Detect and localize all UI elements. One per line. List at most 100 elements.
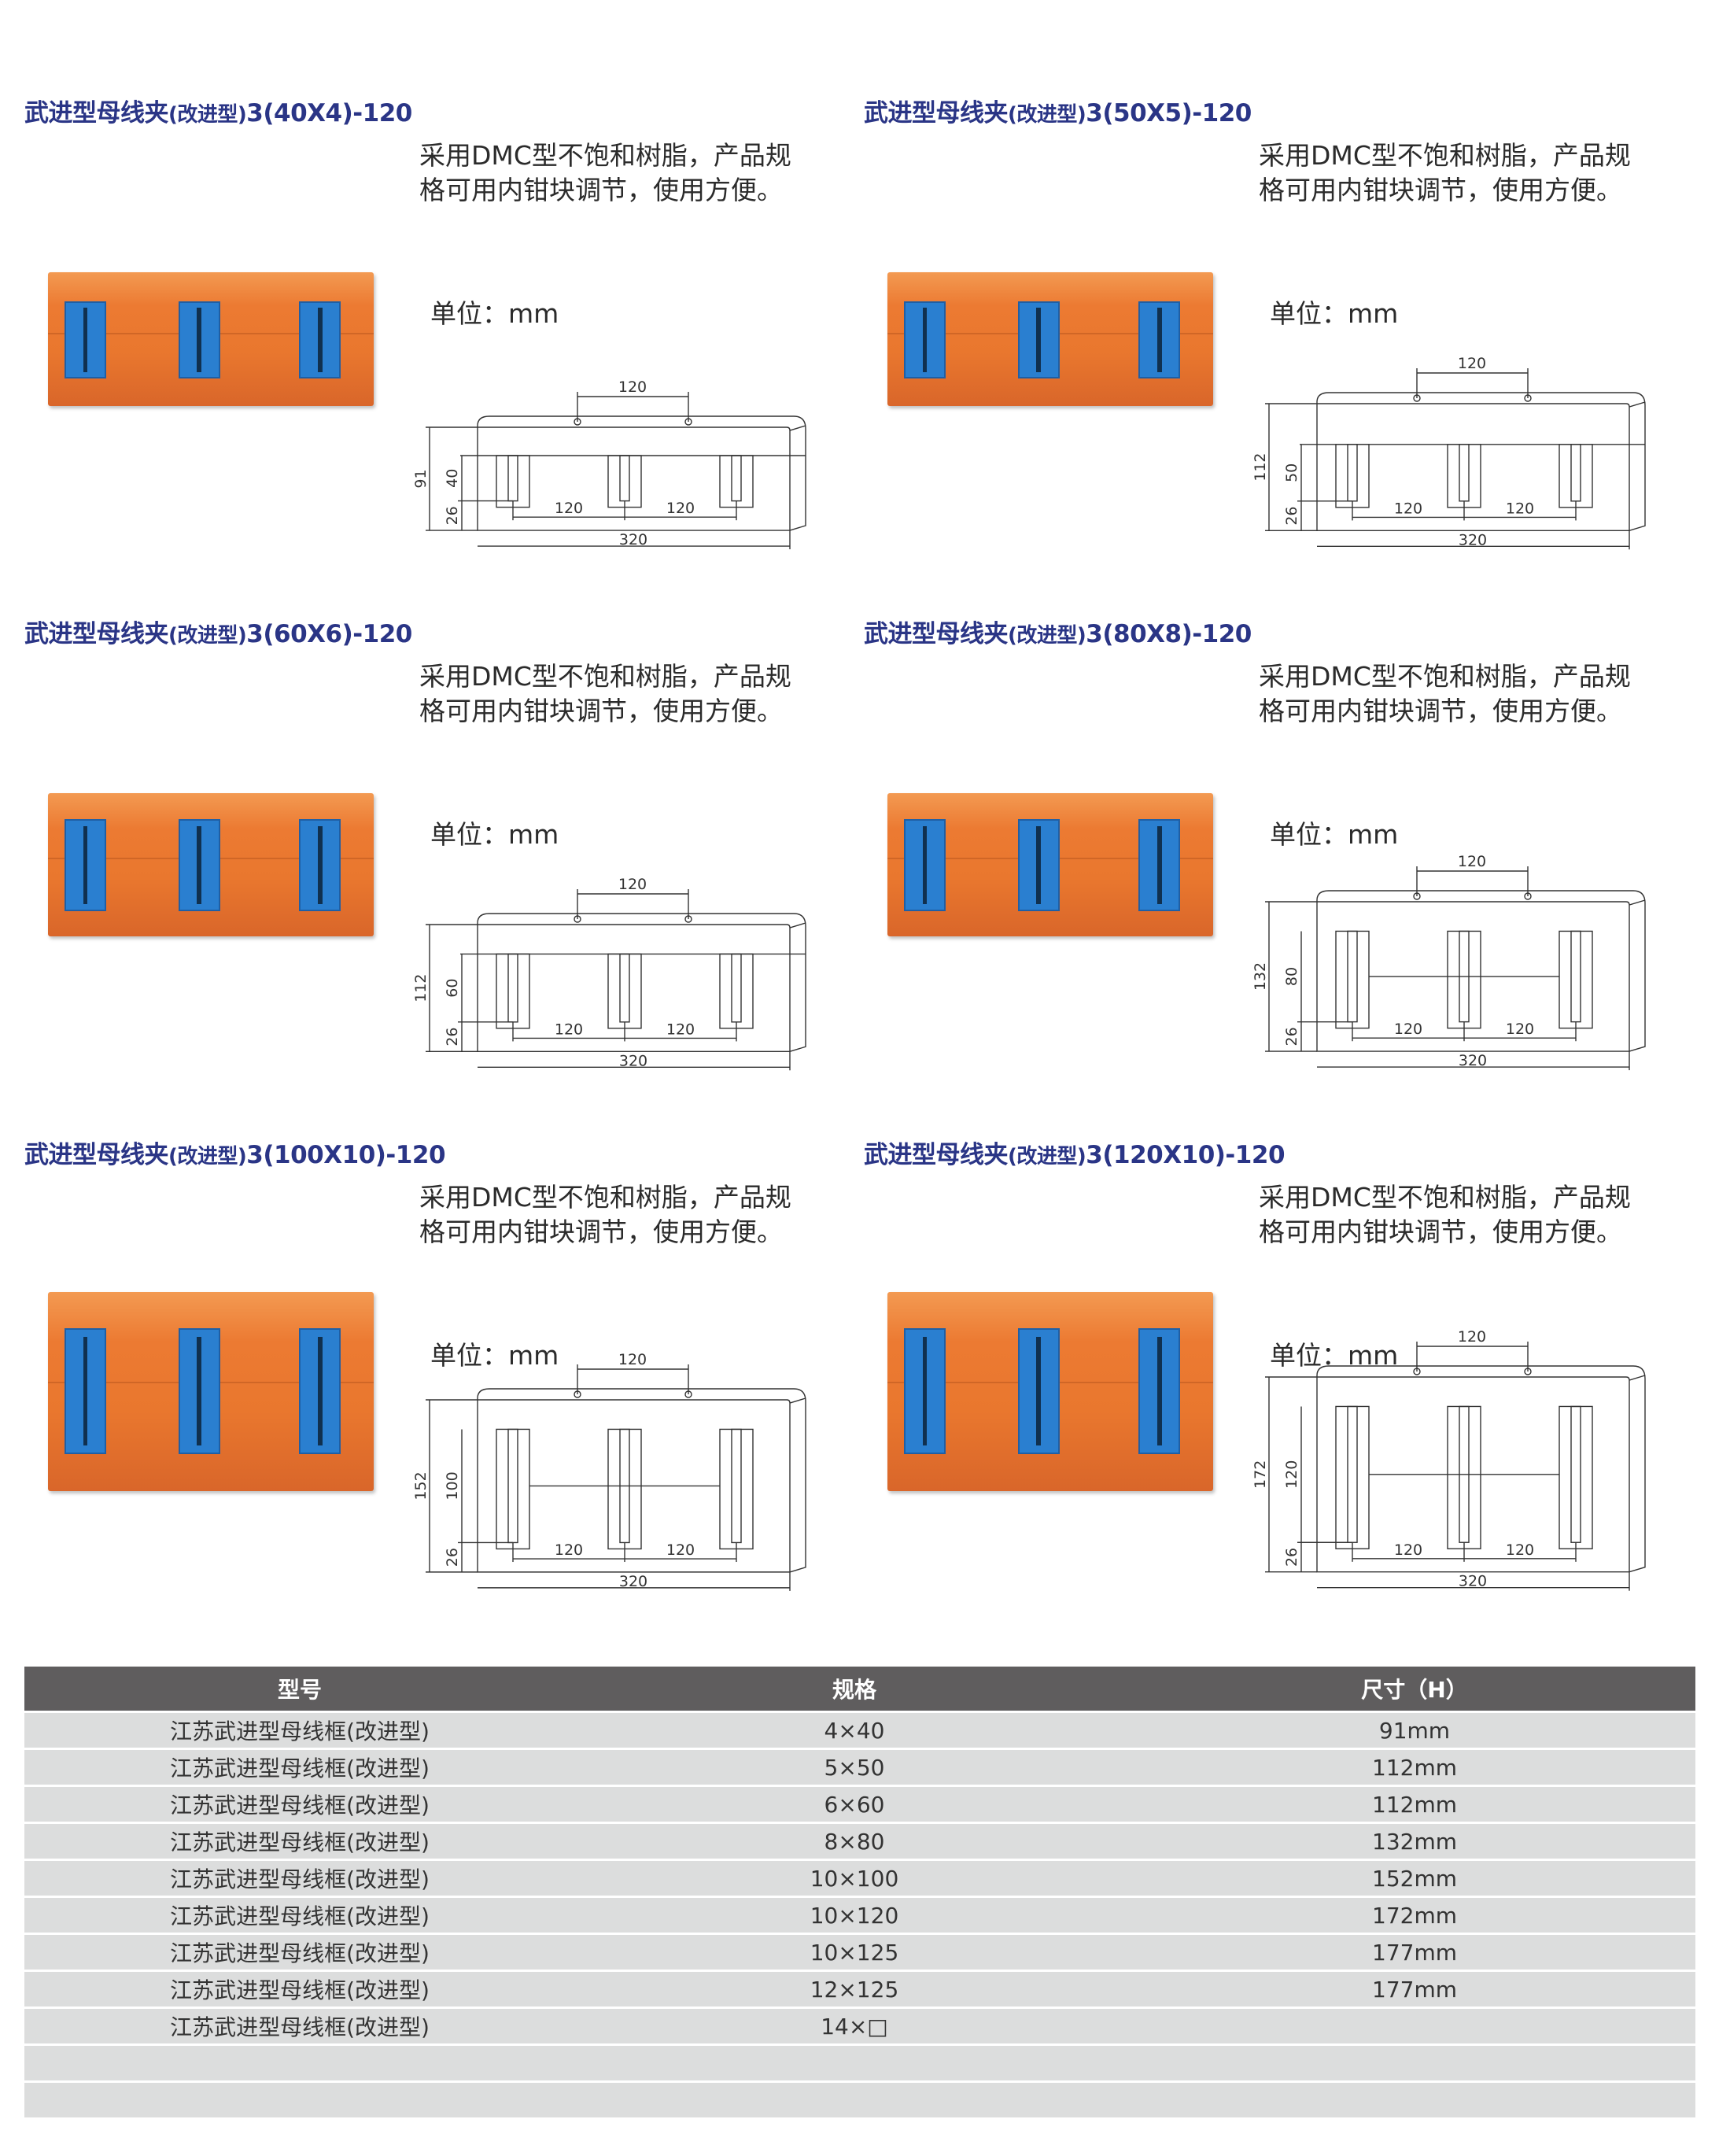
front-face-edge [478, 1397, 806, 1572]
slot-inner [1570, 1406, 1581, 1544]
title-main: 武进型母线夹 [24, 1141, 169, 1169]
dim-label-top: 120 [618, 1351, 647, 1368]
title-main: 武进型母线夹 [24, 99, 169, 127]
product-description: 采用DMC型不饱和树脂，产品规格可用内钳块调节，使用方便。 [419, 1180, 828, 1250]
busbar-slot [64, 301, 107, 378]
table-row [24, 2083, 1695, 2117]
product-description: 采用DMC型不饱和树脂，产品规格可用内钳块调节，使用方便。 [419, 138, 828, 208]
front-face-edge [1317, 401, 1646, 530]
product-description: 采用DMC型不饱和树脂，产品规格可用内钳块调节，使用方便。 [1259, 138, 1668, 208]
product-title: 武进型母线夹(改进型)3(80X8)-120 [864, 614, 1252, 649]
busbar-slot [298, 818, 341, 911]
unit-label: 单位：mm [430, 1340, 559, 1371]
table-cell: 10×100 [810, 1865, 899, 1892]
dim-label-inner: 50 [1283, 463, 1300, 482]
front-face-edge [1317, 1375, 1646, 1572]
busbar-slot [178, 301, 221, 378]
slot-inner [507, 1428, 518, 1544]
busbar-slot [1017, 1327, 1061, 1455]
desc-line: 采用DMC型不饱和树脂，产品规 [1259, 140, 1631, 171]
title-main: 武进型母线夹 [864, 99, 1009, 127]
dim-label-base: 26 [1283, 1548, 1300, 1567]
dim-label-top: 120 [618, 378, 647, 396]
desc-line: 采用DMC型不饱和树脂，产品规 [419, 140, 791, 171]
body-outline [477, 415, 806, 531]
slot-outline [1335, 1406, 1370, 1550]
slot-inner [1347, 443, 1358, 502]
table-cell: 132mm [1372, 1828, 1457, 1855]
slot-inner [507, 953, 518, 1023]
title-main: 武进型母线夹 [24, 620, 169, 648]
table-cell: 江苏武进型母线框(改进型) [170, 1792, 430, 1818]
dim-label-base: 26 [444, 1027, 461, 1046]
front-face-edge [1317, 899, 1646, 1051]
dim-label-pitch: 120 [1394, 1021, 1422, 1038]
dim-label-base: 26 [444, 506, 461, 525]
title-model: 3(40X4)-120 [246, 99, 412, 127]
dim-label-pitch: 120 [666, 1541, 695, 1559]
desc-line: 采用DMC型不饱和树脂，产品规 [1259, 1182, 1631, 1213]
slot-inner [731, 1428, 742, 1544]
slot-inner [1570, 443, 1581, 502]
product-section: 武进型母线夹(改进型)3(50X5)-120 采用DMC型不饱和树脂，产品规格可… [864, 93, 1698, 596]
busbar-slot [1138, 818, 1181, 911]
product-section: 武进型母线夹(改进型)3(40X4)-120 采用DMC型不饱和树脂，产品规格可… [24, 93, 858, 596]
dim-label-height: 132 [1254, 962, 1269, 991]
desc-line: 采用DMC型不饱和树脂，产品规 [1259, 661, 1631, 692]
busbar-slot [298, 301, 341, 378]
dim-label-height: 112 [415, 973, 430, 1002]
slot-inner [1347, 1406, 1358, 1544]
desc-line: 格可用内钳块调节，使用方便。 [419, 1216, 783, 1247]
slot-outline [607, 1428, 642, 1550]
dim-label-base: 26 [1283, 1027, 1300, 1046]
product-section: 武进型母线夹(改进型)3(80X8)-120 采用DMC型不饱和树脂，产品规格可… [864, 614, 1698, 1117]
table-cell: 江苏武进型母线框(改进型) [170, 1903, 430, 1929]
slot-inner [1459, 443, 1470, 502]
slot-inner [731, 455, 742, 502]
table-cell: 112mm [1372, 1791, 1457, 1818]
title-sub: (改进型) [1008, 1145, 1086, 1168]
table-row [24, 2046, 1695, 2080]
title-model: 3(120X10)-120 [1086, 1141, 1286, 1169]
table-cell: 177mm [1372, 1939, 1457, 1966]
slot-inner [507, 455, 518, 502]
slot-outline [1447, 1406, 1481, 1550]
table-cell: 12×125 [810, 1976, 899, 2003]
table-header: 型号 规格 尺寸（H） [24, 1667, 1695, 1711]
slot-outline [607, 953, 642, 1029]
product-photo [48, 272, 374, 406]
dim-label-top: 120 [1458, 355, 1486, 372]
slot-outline [496, 953, 530, 1029]
busbar-slot [64, 1327, 107, 1455]
dim-label-inner: 80 [1283, 967, 1300, 986]
product-photo [887, 272, 1213, 406]
slot-inner [1347, 930, 1358, 1023]
dim-label-base: 26 [1283, 506, 1300, 525]
dim-label-pitch: 120 [1506, 1021, 1534, 1038]
table-cell: 江苏武进型母线框(改进型) [170, 1866, 430, 1892]
busbar-slot [903, 301, 946, 378]
dim-label-top: 120 [1458, 1328, 1486, 1346]
dim-label-pitch: 120 [1506, 500, 1534, 517]
dim-label-height: 112 [1254, 452, 1269, 481]
body-outline [1316, 1365, 1646, 1573]
product-photo [887, 1292, 1213, 1491]
title-model: 3(50X5)-120 [1086, 99, 1252, 127]
title-sub: (改进型) [1008, 624, 1086, 648]
product-photo [48, 793, 374, 936]
body-outline [1316, 890, 1646, 1052]
slot-outline [719, 953, 754, 1029]
dim-label-width: 320 [619, 531, 647, 548]
unit-label: 单位：mm [1270, 819, 1399, 850]
